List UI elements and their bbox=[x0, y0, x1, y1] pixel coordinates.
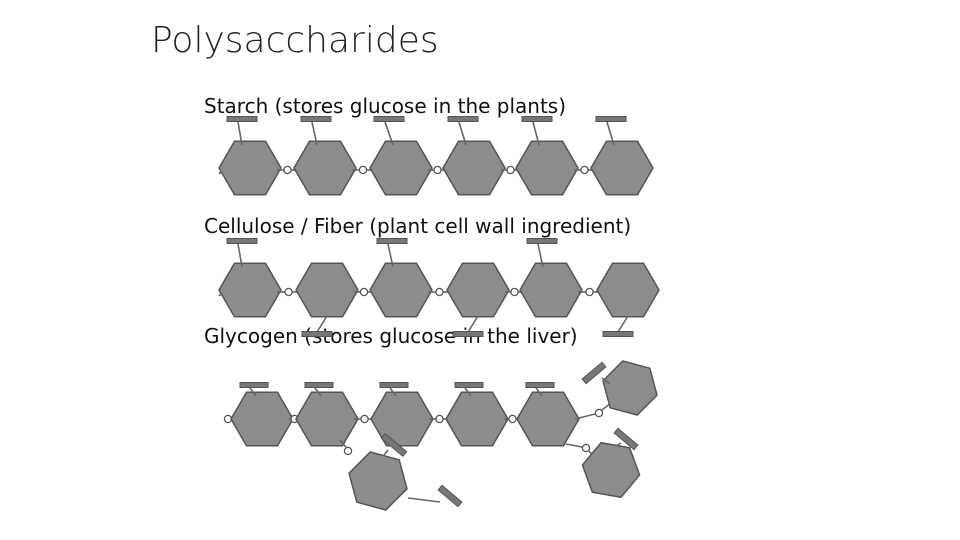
cellulose-glucose-ring bbox=[596, 262, 660, 318]
cellulose-glucose-ring bbox=[369, 262, 433, 318]
cellulose-glucose-ring bbox=[446, 262, 510, 318]
glycogen-side-bond bbox=[383, 449, 389, 456]
starch-ch2oh-group bbox=[447, 116, 479, 122]
starch-glucose-ring bbox=[369, 140, 433, 196]
glycogen-glucose-ring bbox=[581, 441, 641, 499]
glycogen-oxygen-atom bbox=[360, 414, 369, 424]
starch-oxygen-atom bbox=[580, 165, 589, 175]
cellulose-ch2oh-group bbox=[452, 331, 484, 337]
starch-glucose-ring bbox=[218, 140, 282, 196]
cellulose-oxygen-atom bbox=[585, 287, 594, 297]
glycogen-ch2oh-group bbox=[239, 382, 269, 388]
glycogen-ch2oh-group bbox=[437, 484, 463, 508]
glycogen-side-bond bbox=[615, 442, 622, 447]
glycogen-side-bond bbox=[601, 377, 611, 385]
starch-side-bond bbox=[458, 121, 467, 146]
glycogen-side-bond bbox=[464, 387, 472, 397]
starch-side-bond bbox=[237, 121, 243, 146]
starch-glucose-ring bbox=[293, 140, 357, 196]
glycogen-branch-bond bbox=[565, 443, 583, 448]
cellulose-oxygen-atom bbox=[284, 287, 293, 297]
cellulose-glucose-ring bbox=[519, 262, 583, 318]
glycogen-oxygen-atom bbox=[508, 414, 517, 424]
glycogen-glucose-ring bbox=[516, 391, 580, 447]
cellulose-side-bond bbox=[617, 315, 629, 333]
cellulose-glucose-ring bbox=[295, 262, 359, 318]
starch-ch2oh-group bbox=[595, 116, 627, 122]
glycogen-side-bond bbox=[535, 387, 543, 397]
starch-side-bond bbox=[606, 121, 615, 146]
cellulose-ch2oh-group bbox=[376, 238, 408, 244]
glycogen-glucose-ring bbox=[348, 451, 408, 511]
cellulose-side-bond bbox=[537, 243, 544, 268]
starch-caption: Starch (stores glucose in the plants) bbox=[204, 94, 567, 118]
starch-ch2oh-group bbox=[521, 116, 553, 122]
cellulose-ch2oh-group bbox=[226, 238, 258, 244]
glycogen-glucose-ring bbox=[295, 391, 359, 447]
cellulose-ch2oh-group bbox=[301, 331, 333, 337]
glycogen-side-bond bbox=[389, 387, 397, 397]
cellulose-ch2oh-group bbox=[526, 238, 558, 244]
starch-oxygen-atom bbox=[358, 165, 368, 175]
glycogen-branch-bond bbox=[339, 439, 347, 448]
glycogen-glucose-ring bbox=[370, 391, 434, 447]
cellulose-glucose-ring bbox=[218, 262, 282, 318]
starch-oxygen-atom bbox=[433, 165, 442, 175]
glycogen-side-bond bbox=[314, 387, 322, 397]
starch-oxygen-atom bbox=[283, 165, 292, 175]
glycogen-ch2oh-group bbox=[613, 427, 639, 451]
starch-side-bond bbox=[311, 121, 318, 146]
starch-ch2oh-group bbox=[226, 116, 258, 122]
starch-ch2oh-group bbox=[300, 116, 332, 122]
cellulose-oxygen-atom bbox=[435, 287, 444, 297]
cellulose-oxygen-atom bbox=[510, 287, 519, 297]
glycogen-oxygen-atom bbox=[594, 408, 604, 418]
cellulose-oxygen-atom bbox=[359, 287, 369, 297]
cellulose-side-bond bbox=[387, 243, 394, 268]
glycogen-ch2oh-group bbox=[380, 432, 408, 458]
glycogen-ch2oh-group bbox=[379, 382, 409, 388]
glycogen-ch2oh-group bbox=[304, 382, 334, 388]
glycogen-ch2oh-group bbox=[581, 361, 607, 385]
glycogen-glucose-ring bbox=[602, 360, 658, 416]
starch-oxygen-atom bbox=[506, 165, 515, 175]
glycogen-ch2oh-group bbox=[525, 382, 555, 388]
cellulose-side-bond bbox=[316, 315, 328, 333]
cellulose-side-bond bbox=[237, 243, 243, 268]
slide-title: Polysaccharides bbox=[151, 20, 439, 61]
glycogen-oxygen-atom bbox=[435, 414, 444, 424]
cellulose-caption: Cellulose / Fiber (plant cell wall ingre… bbox=[204, 214, 632, 238]
cellulose-side-bond bbox=[467, 315, 479, 333]
starch-side-bond bbox=[532, 121, 540, 146]
starch-side-bond bbox=[384, 121, 394, 146]
glycogen-glucose-ring bbox=[230, 391, 294, 447]
glycogen-oxygen-atom bbox=[343, 446, 353, 456]
cellulose-ch2oh-group bbox=[602, 331, 634, 337]
glycogen-glucose-ring bbox=[445, 391, 509, 447]
glycogen-branch-bond bbox=[574, 413, 596, 420]
starch-ch2oh-group bbox=[373, 116, 405, 122]
glycogen-caption: Glycogen (stores glucose in the liver) bbox=[204, 324, 578, 348]
glycogen-ch2oh-group bbox=[454, 382, 484, 388]
glycogen-oxygen-atom bbox=[581, 443, 591, 453]
starch-glucose-ring bbox=[515, 140, 579, 196]
glycogen-side-bond bbox=[407, 497, 441, 503]
glycogen-side-bond bbox=[249, 387, 257, 397]
starch-glucose-ring bbox=[442, 140, 506, 196]
starch-glucose-ring bbox=[590, 140, 654, 196]
